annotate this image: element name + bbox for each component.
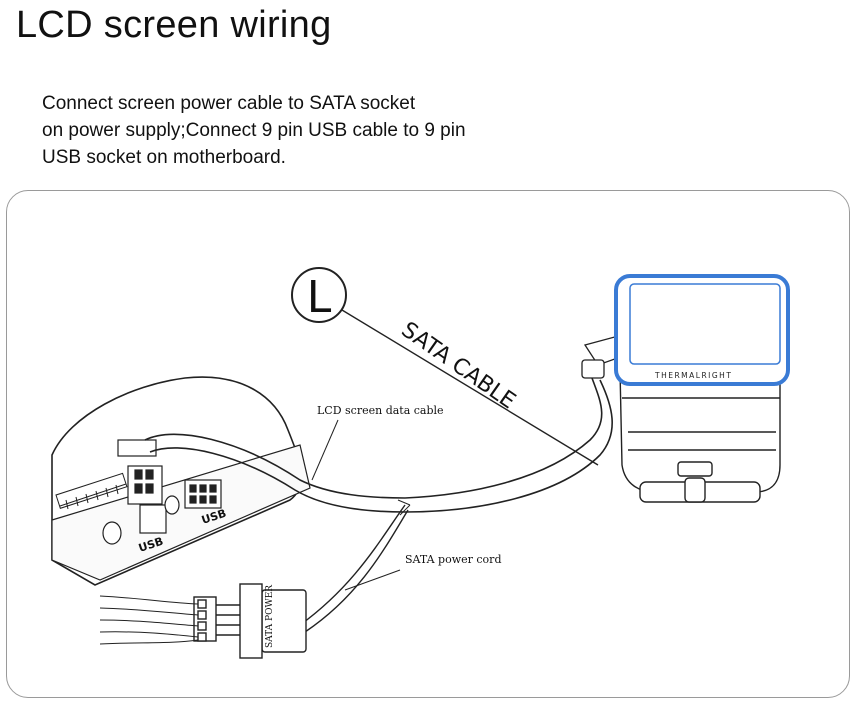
instruction-line: USB socket on motherboard.	[42, 147, 286, 168]
lcd-data-cable	[149, 447, 406, 513]
page-title: LCD screen wiring	[16, 4, 332, 46]
power-supply-wires	[99, 595, 199, 645]
motherboard-slots	[55, 472, 128, 510]
usb-header-connector	[102, 439, 222, 545]
diagram-frame	[6, 190, 850, 698]
lcd-screen-display	[629, 283, 781, 365]
main-cable-bundle	[404, 377, 603, 499]
lcd-data-cable	[144, 433, 406, 499]
data-cable-label: LCD screen data cable	[317, 404, 444, 417]
sata-power-cord	[304, 509, 409, 633]
step-marker: L	[307, 272, 332, 323]
power-cord-label: SATA power cord	[405, 553, 501, 566]
motherboard-board	[51, 444, 311, 581]
power-cord-leader	[344, 569, 401, 591]
brand-logo: THERMALRIGHT	[654, 371, 732, 380]
sata-cable-leader	[341, 309, 599, 466]
sata-power-connector-label: SATA POWER	[265, 585, 275, 648]
instruction-text: Connect screen power cable to SATA socke…	[42, 90, 602, 171]
sata-power-connector	[193, 583, 307, 659]
sata-cable-label: SATA CABLE	[397, 317, 520, 414]
data-cable-leader	[311, 419, 339, 481]
main-cable-bundle	[404, 379, 613, 513]
instruction-line: Connect screen power cable to SATA socke…	[42, 93, 416, 114]
step-marker-circle	[291, 267, 347, 323]
instruction-line: on power supply;Connect 9 pin USB cable …	[42, 120, 466, 141]
sata-power-cord	[299, 504, 406, 626]
lcd-screen-unit	[619, 369, 781, 503]
